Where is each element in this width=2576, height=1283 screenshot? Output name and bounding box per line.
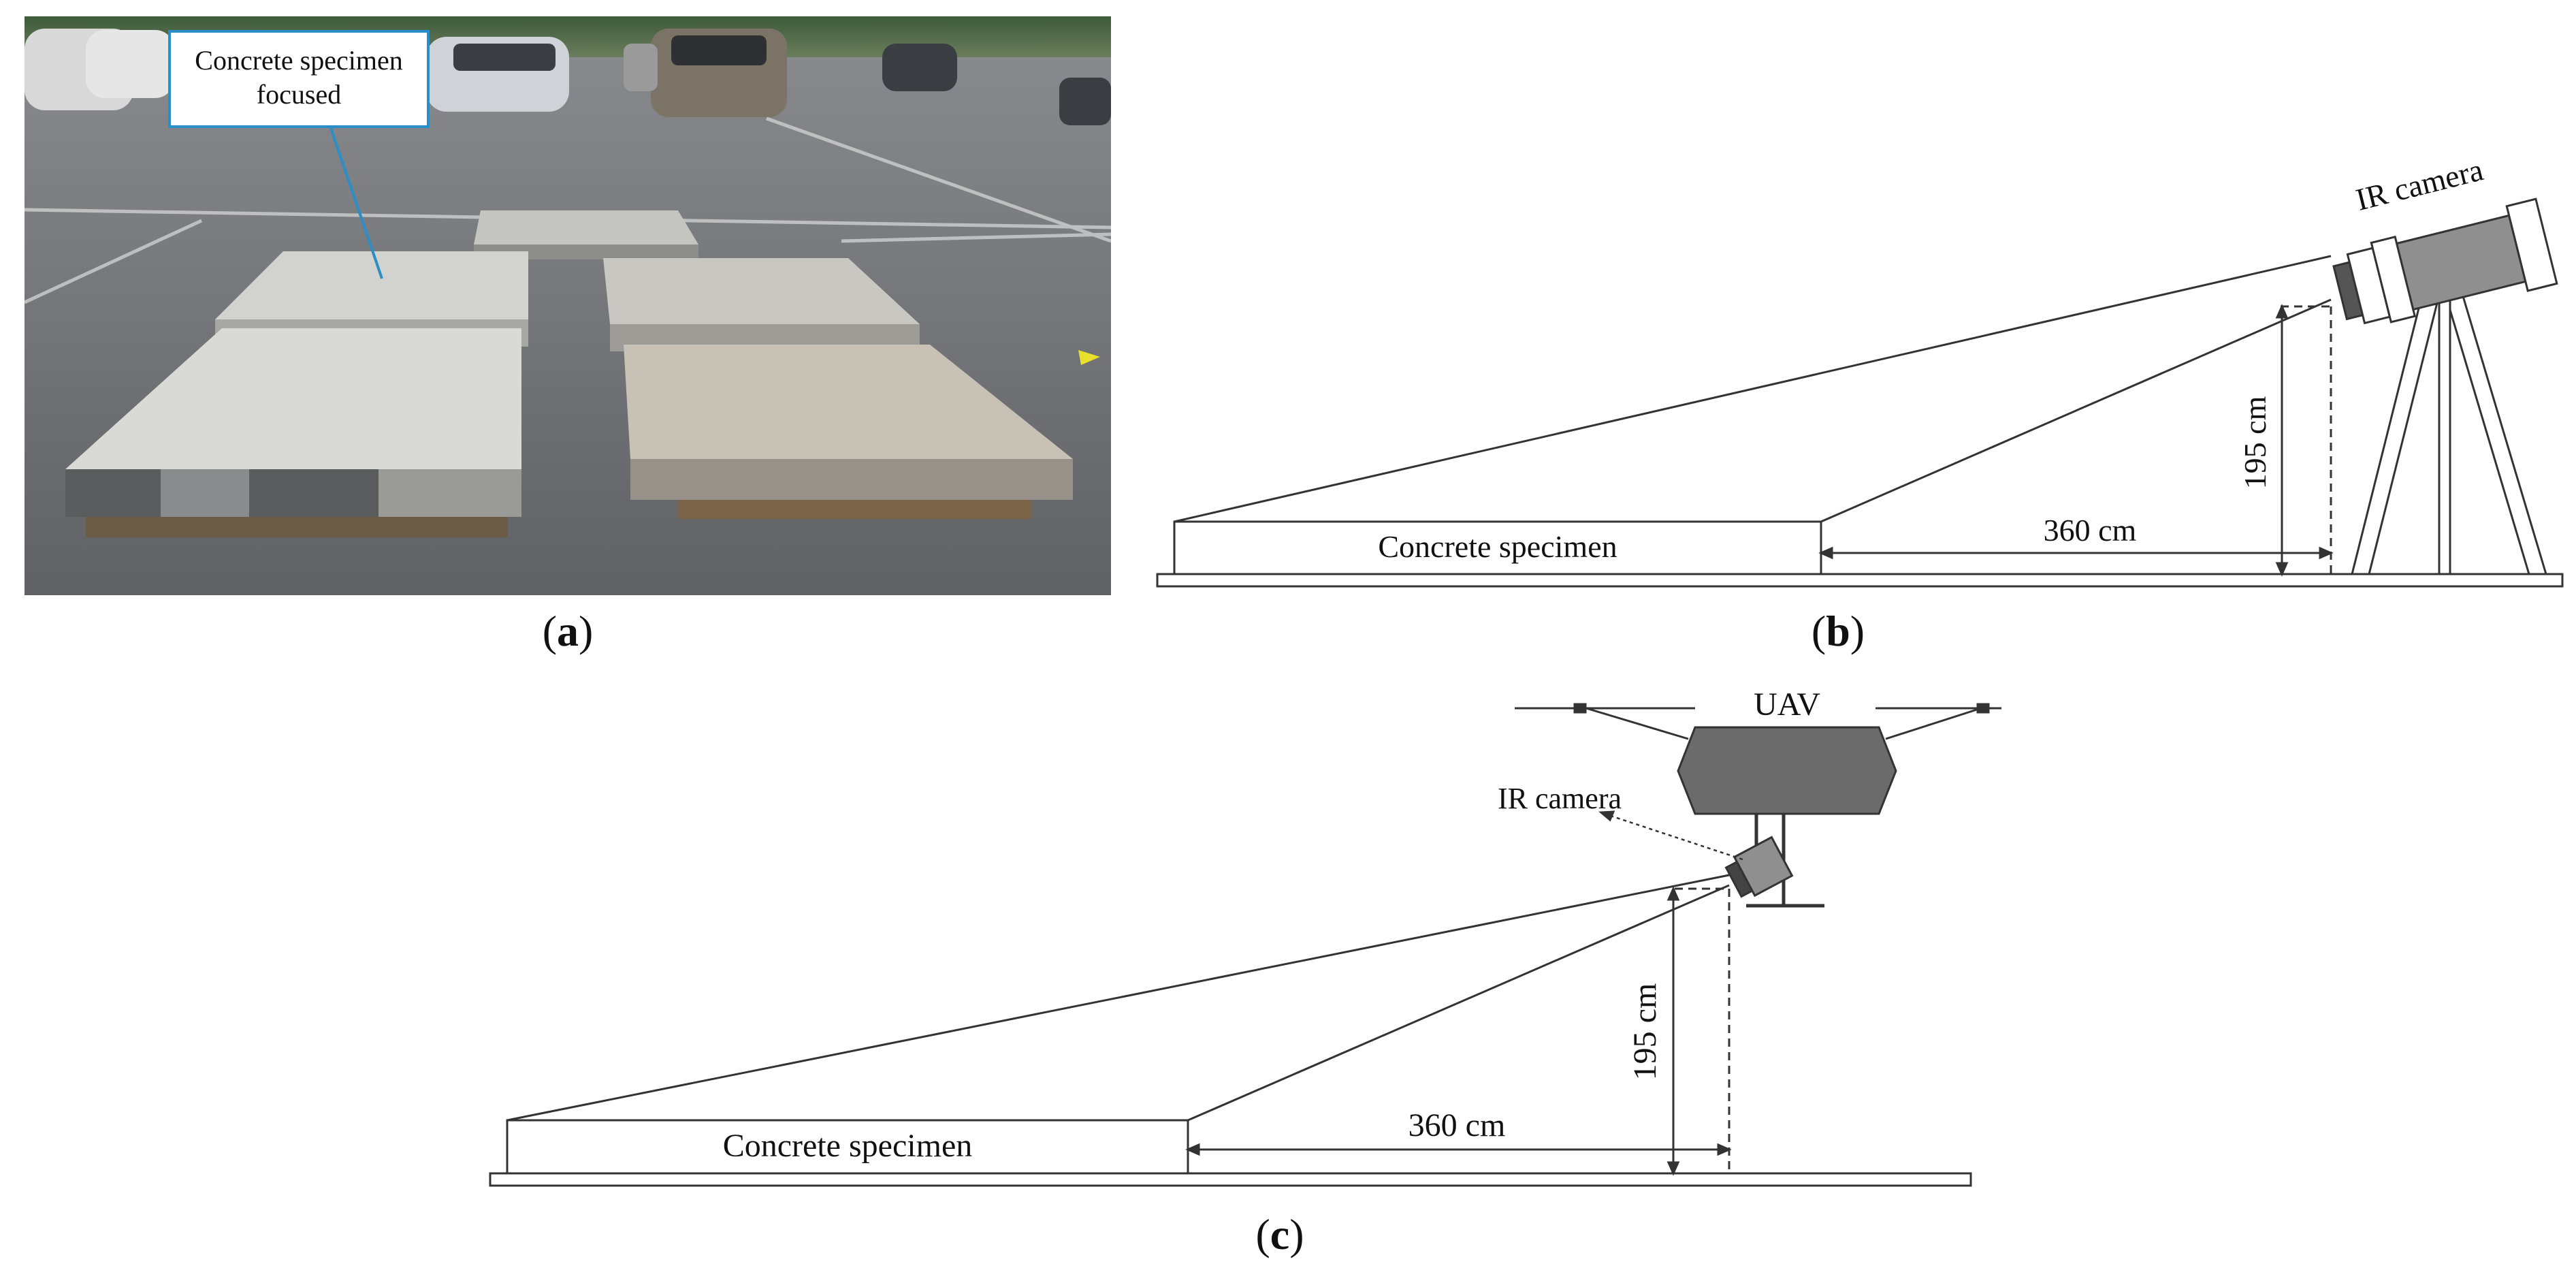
callout-text-line1: Concrete specimen [195,45,402,76]
distance-label-b: 360 cm [2044,513,2137,548]
ground-plate-b [1156,573,2564,588]
tripod [2351,288,2548,575]
uav-label-c: UAV [1754,686,1820,723]
ground-plate-c [489,1172,1972,1187]
camera-pointer-head-c [1598,810,1615,822]
callout-box [168,30,430,128]
photo-panel-a: Concrete specimen focused [25,16,1111,595]
caption-c-letter: c [1270,1210,1290,1258]
height-label-c: 195 cm [1627,983,1663,1081]
caption-b: (b) [1811,607,1865,655]
specimen-box-c [506,1119,1189,1175]
specimen-label-b: Concrete specimen [1378,529,1617,564]
view-line-lower-b [1820,298,2332,523]
distance-arrow-head-left-c [1185,1143,1200,1156]
distance-arrow-head-right-c [1717,1143,1732,1156]
view-line-upper-c [506,874,1730,1122]
callout-leader-line [323,108,383,279]
caption-a-letter: a [557,607,579,655]
height-label-b: 195 cm [2238,396,2272,489]
concrete-slab-right-bottom [624,345,1073,519]
ir-camera-c [1724,836,1794,898]
parked-cars [25,29,1111,125]
camera-label-c: IR camera [1498,782,1622,815]
ir-camera-b [2332,197,2558,325]
yellow-marker [1078,350,1100,365]
diagram-panel-c: UAV IR camera Concrete specimen 360 cm 1… [489,686,2001,1187]
camera-pointer-c [1606,813,1743,861]
concrete-slab-left-bottom [65,328,521,537]
height-arrow-head-top-c [1667,886,1680,901]
distance-label-c: 360 cm [1408,1107,1506,1143]
concrete-slab-far [474,210,698,259]
distance-arrow-head-right-b [2319,546,2334,560]
camera-label-b: IR camera [2352,152,2486,217]
specimen-label-c: Concrete specimen [723,1128,973,1164]
height-arrow-head-top-b [2275,304,2289,319]
callout-text-line2: focused [257,79,341,110]
view-line-lower-c [1187,884,1730,1122]
view-line-upper-b [1174,255,2332,523]
height-arrow-head-bottom-b [2275,562,2289,577]
specimen-box-b [1173,520,1822,575]
caption-b-letter: b [1826,607,1850,655]
uav [1515,703,2001,908]
distance-arrow-head-left-b [1818,546,1833,560]
uav-body [1677,726,1897,815]
height-arrow-head-bottom-c [1667,1161,1680,1176]
diagram-panel-b: IR camera Concrete specimen 360 cm 195 c… [1156,152,2564,588]
caption-c: (c) [1255,1210,1304,1258]
caption-a: (a) [542,607,594,655]
